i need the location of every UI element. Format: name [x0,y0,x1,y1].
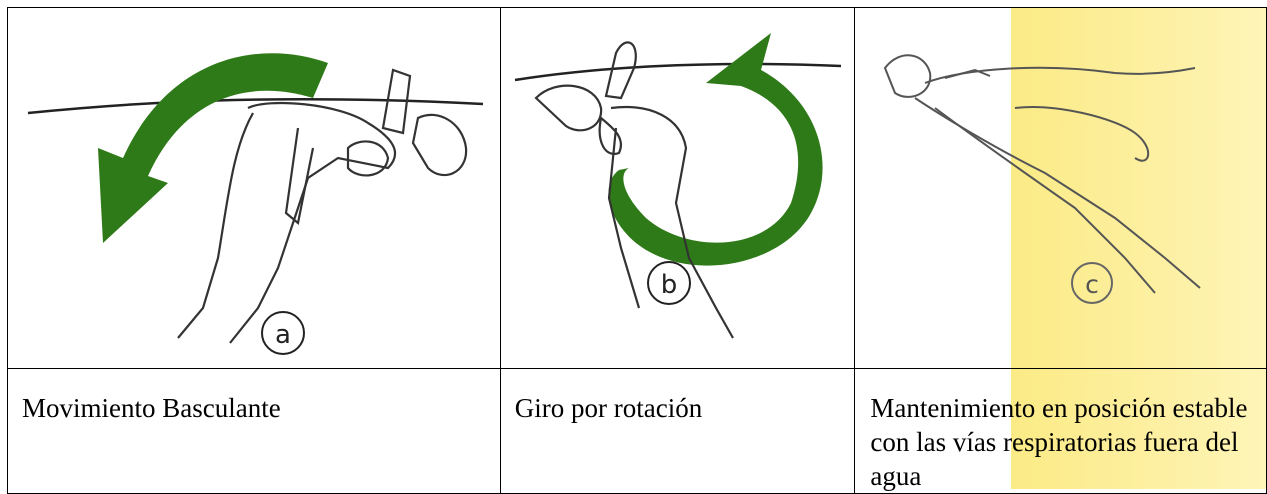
figure-c-illustration: c [884,54,1201,304]
rescue-maneuver-table: a b [7,7,1267,494]
figure-b-marker [646,261,691,305]
figure-b-illustration: b [514,33,841,339]
caption-b-cell: Giro por rotación [499,368,856,494]
figure-b-cell: b [499,7,856,369]
rotation-arrow-icon [608,33,823,266]
caption-b: Giro por rotación [514,393,703,423]
figure-c-cell: c [854,7,1267,369]
figure-a-label: a [275,320,291,350]
figure-a-cell: a [7,7,501,369]
figure-a-illustration: a [27,53,484,355]
figure-b-label: b [661,270,678,300]
caption-a-cell: Movimiento Basculante [7,368,501,494]
swimmer-sketch [534,41,734,339]
caption-c-cell: Mantenimiento en posición estable con la… [854,368,1267,494]
swimmer-sketch [177,68,468,344]
caption-a: Movimiento Basculante [22,393,281,423]
caption-row: Movimiento Basculante Giro por rotación … [7,368,1267,494]
floating-sketch [884,54,1201,294]
tilt-arrow-icon [98,53,328,243]
caption-c: Mantenimiento en posición estable con la… [870,393,1248,491]
figure-a-marker [261,311,305,355]
figure-c-label: c [1085,270,1099,299]
water-line [514,62,841,82]
illustration-row: a b [7,7,1267,369]
figure-c-marker [1071,262,1114,304]
